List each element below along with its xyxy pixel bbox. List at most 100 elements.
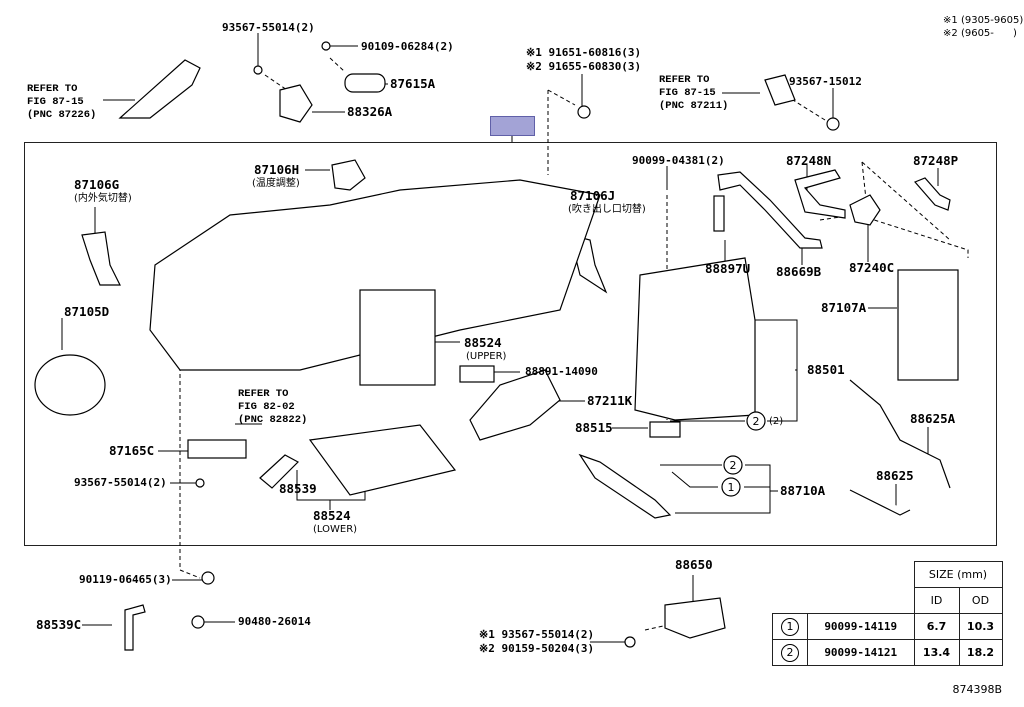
filter-cover-lower-88524 (308, 424, 457, 496)
part-label-88897U[interactable]: 88897U (705, 261, 751, 276)
amplifier-88650 (664, 597, 726, 639)
part-label-88625A[interactable]: 88625A (910, 411, 956, 426)
callout-1-tube (721, 477, 741, 497)
part-label-88326A[interactable]: 88326A (347, 104, 393, 119)
part-label-88524-lower[interactable]: 88524 (313, 508, 351, 523)
part-label-93567-55014-bottom[interactable]: ※1 93567-55014(2) (479, 628, 595, 641)
part-desc-88524-lower: (LOWER) (313, 524, 358, 535)
part-label-87240C[interactable]: 87240C (849, 260, 895, 275)
hose-88669B (717, 171, 823, 249)
resistor-87165C (187, 439, 247, 459)
dashed-guide (547, 89, 576, 106)
callout-2-tube (723, 455, 743, 475)
part-label-88710A[interactable]: 88710A (780, 483, 826, 498)
row-od: 18.2 (958, 639, 1003, 666)
part-label-88891-14090[interactable]: 88891-14090 (525, 365, 598, 378)
table-row: 2 90099-14121 13.4 18.2 (772, 639, 1003, 666)
table-subheader-row: ID OD (773, 587, 1003, 614)
part-label-90159-50204[interactable]: ※2 90159-50204(3) (479, 642, 595, 655)
dashed-guide (861, 161, 951, 241)
refer-fig-87-15-pnc-87211[interactable]: REFER TO FIG 87-15 (PNC 87211) (659, 74, 729, 112)
servo-87106G (81, 231, 121, 286)
part-label-90480-26014[interactable]: 90480-26014 (238, 615, 311, 628)
part-label-90109-06284[interactable]: 90109-06284(2) (361, 40, 454, 53)
legend-1-mark: ※1 (943, 15, 958, 26)
hose-88539 (259, 454, 299, 489)
part-label-88669B[interactable]: 88669B (776, 264, 822, 279)
valve-88897U (713, 195, 725, 232)
evaporator-88501 (634, 257, 756, 421)
row-id: 13.4 (913, 639, 960, 666)
part-label-88501[interactable]: 88501 (807, 362, 845, 377)
part-desc-87106G: (内外気切替) (74, 193, 132, 204)
part-label-87105D[interactable]: 87105D (64, 304, 110, 319)
callout-2-evaporator (746, 411, 766, 431)
callout-key-2: 2 (781, 643, 799, 662)
part-label-88515[interactable]: 88515 (575, 420, 613, 435)
hvac-case-main (149, 179, 601, 371)
year-legend: ※1 (9305-9605) ※2 (9605- ) (943, 14, 1023, 40)
duct-part-87226 (118, 59, 201, 119)
selected-assembly-highlight[interactable] (490, 116, 535, 136)
thermistor-88625 (849, 489, 911, 516)
duct-87211K (469, 369, 561, 441)
part-label-91655-60830[interactable]: ※2 91655-60830(3) (526, 60, 642, 73)
assembly-frame (24, 142, 997, 546)
dashed-guide (819, 216, 841, 221)
callout-1-tube-label: 1 (728, 481, 735, 494)
legend-1-range: (9305-9605) (960, 15, 1024, 26)
bolt-90119 (201, 571, 215, 585)
part-label-87106G[interactable]: 87106G (74, 177, 120, 192)
part-label-93567-55014-top[interactable]: 93567-55014(2) (222, 21, 315, 34)
legend-2-range: (9605- ) (960, 28, 1017, 39)
dashed-guide (264, 74, 291, 93)
part-desc-87106J: (吹き出し口切替) (568, 204, 646, 215)
part-label-87615A[interactable]: 87615A (390, 76, 436, 91)
callout-2-evaporator-label: 2 (753, 415, 760, 428)
part-label-87165C[interactable]: 87165C (109, 443, 155, 458)
heater-core-87107A (897, 269, 959, 381)
part-label-88539C[interactable]: 88539C (36, 617, 82, 632)
part-label-87107A[interactable]: 87107A (821, 300, 867, 315)
part-label-88539[interactable]: 88539 (279, 481, 317, 496)
part-desc-87106H: (温度調整) (252, 178, 300, 189)
expansion-valve-88515 (649, 421, 681, 438)
filter-cover-upper-88524 (359, 289, 436, 386)
part-label-91651-60816[interactable]: ※1 91651-60816(3) (526, 46, 642, 59)
part-label-88625[interactable]: 88625 (876, 468, 914, 483)
row-part-number[interactable]: 90099-14119 (807, 613, 915, 640)
table-header-row: SIZE (mm) (773, 561, 1003, 588)
refer-fig-87-15-pnc-87226[interactable]: REFER TO FIG 87-15 (PNC 87226) (27, 83, 97, 121)
part-label-93567-55014-left[interactable]: 93567-55014(2) (74, 476, 167, 489)
hose-87248N (794, 169, 846, 219)
part-label-93567-15012[interactable]: 93567-15012 (789, 75, 862, 88)
part-label-90099-04381[interactable]: 90099-04381(2) (632, 154, 725, 167)
callout-2-tube-label: 2 (730, 459, 737, 472)
table-row: 1 90099-14119 6.7 10.3 (772, 613, 1003, 640)
blower-motor-87105D (34, 354, 106, 416)
part-label-87248N[interactable]: 87248N (786, 153, 832, 168)
part-label-88524-upper[interactable]: 88524 (464, 335, 502, 350)
filter-88891 (459, 365, 495, 383)
gasket-88326A (279, 84, 313, 123)
leader-line (755, 319, 798, 422)
refer-fig-82-02-pnc-82822[interactable]: REFER TO FIG 82-02 (PNC 82822) (238, 388, 308, 426)
part-label-88650[interactable]: 88650 (675, 557, 713, 572)
hose-87248P (913, 177, 951, 211)
nut-90480 (191, 615, 205, 629)
part-label-90119-06465[interactable]: 90119-06465(3) (79, 573, 172, 586)
col-od-header: OD (958, 587, 1003, 614)
size-header: SIZE (mm) (913, 561, 1003, 588)
screw-90109 (321, 41, 331, 51)
callout-key-1: 1 (781, 617, 799, 636)
part-label-87211K[interactable]: 87211K (587, 393, 633, 408)
part-label-87106J[interactable]: 87106J (570, 188, 616, 203)
valve-87240C (849, 194, 881, 226)
leader-line (675, 464, 771, 514)
part-label-87248P[interactable]: 87248P (913, 153, 959, 168)
screw-93567-left (195, 478, 205, 488)
part-label-87106H[interactable]: 87106H (254, 162, 300, 177)
document-id: 874398B (952, 683, 1002, 696)
row-part-number[interactable]: 90099-14121 (807, 639, 915, 666)
